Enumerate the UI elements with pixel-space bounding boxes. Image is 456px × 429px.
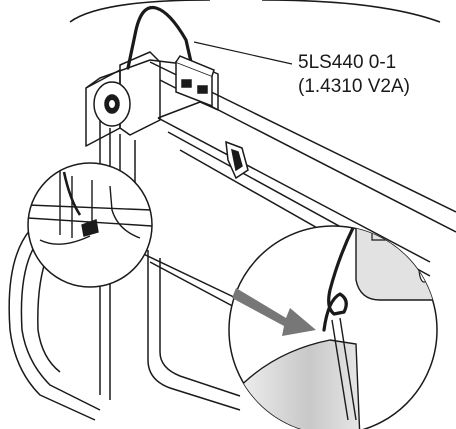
clip-bracket [175,55,215,108]
callout-leader [193,41,293,65]
part-number-label: 5LS440 0-1 [298,52,397,73]
housing-top-edge [69,0,441,23]
luminaire-housing [8,51,456,421]
large-detail-circle [228,225,438,429]
mid-spring-clip [225,140,249,180]
end-cap-disc [93,81,131,127]
material-label: (1.4310 V2A) [298,76,410,97]
small-detail-circle [27,162,153,288]
spring-clip-wire [126,5,198,86]
direction-arrow [232,288,316,336]
